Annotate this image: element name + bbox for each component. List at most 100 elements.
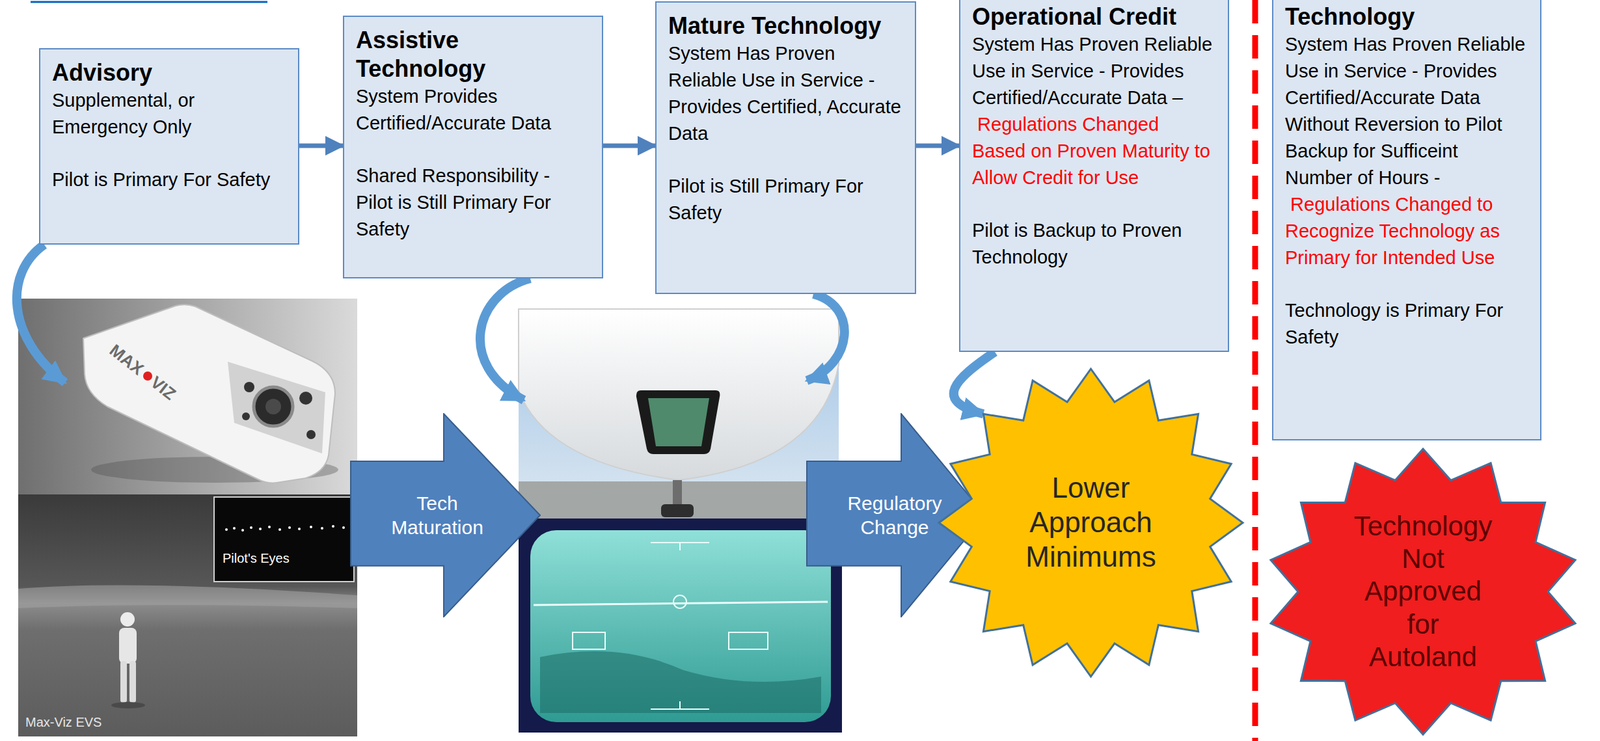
- infrared-image: [298, 527, 301, 531]
- camera-photo: [18, 298, 358, 495]
- text-paragraph: Pilot is Primary For Safety: [52, 166, 288, 194]
- text-paragraph: Supplemental, or Emergency Only: [52, 87, 288, 141]
- starburst: Lower Approach Minimums: [936, 366, 1245, 679]
- infrared-image: [309, 525, 313, 529]
- infrared-image: [278, 528, 282, 531]
- block-arrow: Tech Maturation: [350, 413, 541, 618]
- image-caption: Max-Viz EVS: [25, 715, 102, 729]
- infrared-image: [18, 494, 358, 737]
- block-arrow-shape: [350, 413, 541, 618]
- camera-photo: [306, 430, 316, 440]
- link-underline: [30, 1, 268, 4]
- starburst-label-area: Technology Not Approved for Autoland: [1264, 447, 1582, 737]
- box-heading: Advisory: [52, 58, 288, 88]
- infrared-image: [241, 528, 245, 532]
- connector-arrow: [603, 143, 656, 149]
- stage-box: Operational CreditSystem Has Proven Reli…: [959, 0, 1230, 353]
- infrared-image: [331, 525, 335, 528]
- arrow-label-area: Regulatory Change: [832, 413, 957, 618]
- starburst-shape: [1270, 448, 1576, 735]
- head-up-display-image: [572, 632, 606, 650]
- body-text: Technology is Primary For Safety: [1285, 299, 1504, 348]
- leader-arrow: [480, 278, 531, 401]
- camera-photo: [242, 412, 250, 421]
- starburst-shape: [938, 368, 1243, 677]
- infrared-image: [232, 527, 236, 530]
- head-up-display-image: [650, 542, 710, 710]
- head-up-display-image: [518, 518, 842, 733]
- infrared-image: [111, 702, 146, 709]
- text-paragraph: System Has Proven Reliable Use in Servic…: [1285, 31, 1530, 272]
- arrow-label: Regulatory Change: [839, 491, 950, 540]
- camera-photo: [227, 361, 326, 454]
- camera-photo: [143, 371, 153, 381]
- body-text: Pilot is Backup to Proven Technology: [972, 219, 1182, 268]
- starburst: Technology Not Approved for Autoland: [1264, 447, 1582, 737]
- body-text: Pilot is Still Primary For Safety: [668, 175, 864, 224]
- infrared-image: [288, 526, 291, 529]
- arrow-label: Tech Maturation: [381, 491, 493, 540]
- head-up-display-image: [530, 530, 831, 723]
- aircraft-nose-photo: [518, 309, 839, 519]
- stage-box: Assistive TechnologySystem Provides Cert…: [342, 15, 604, 279]
- infrared-image: [214, 497, 354, 582]
- box-heading: Assistive Technology: [355, 26, 592, 84]
- infrared-image: [225, 528, 228, 531]
- box-heading: Operational Credit: [972, 2, 1218, 32]
- infrared-image: [120, 661, 127, 703]
- image-caption: Pilot's Eyes: [222, 551, 290, 565]
- highlight-text: Regulations Changed Based on Proven Matu…: [972, 113, 1211, 189]
- body-text: System Has Proven Reliable Use in Servic…: [668, 42, 902, 144]
- body-text: Supplemental, or Emergency Only: [52, 89, 195, 138]
- infrared-image: [119, 627, 137, 664]
- text-paragraph: Pilot is Backup to Proven Technology: [972, 217, 1218, 271]
- head-up-display-image: [673, 595, 687, 609]
- infrared-image: [258, 527, 262, 531]
- box-heading: Mature Technology: [668, 11, 905, 41]
- text-paragraph: System Provides Certified/Accurate Data: [355, 83, 592, 137]
- stage-box: TechnologySystem Has Proven Reliable Use…: [1272, 0, 1542, 441]
- aircraft-nose-photo: [518, 309, 839, 481]
- highlight-text: Regulations Changed to Recognize Technol…: [1285, 193, 1500, 269]
- text-paragraph: System Has Proven Reliable Use in Servic…: [668, 40, 905, 148]
- body-text: System Has Proven Reliable Use in Servic…: [972, 33, 1213, 109]
- logo-text: VIZ: [147, 373, 179, 403]
- body-text: System Has Proven Reliable Use in Servic…: [1285, 33, 1526, 189]
- aircraft-nose-photo: [636, 390, 721, 455]
- text-paragraph: System Has Proven Reliable Use in Servic…: [972, 31, 1218, 192]
- infrared-image: [268, 525, 271, 529]
- camera-photo: [299, 391, 313, 405]
- body-text: Shared Responsibility - Pilot is Still P…: [355, 165, 552, 240]
- logo-text: MAX: [106, 341, 148, 379]
- connector-arrow: [916, 143, 960, 149]
- infrared-image: [249, 526, 253, 529]
- text-paragraph: Pilot is Still Primary For Safety: [668, 173, 905, 227]
- starburst-label-area: Lower Approach Minimums: [936, 366, 1245, 679]
- divider-line: [1252, 0, 1259, 741]
- arrow-label-area: Tech Maturation: [375, 413, 500, 618]
- connector-arrow: [299, 143, 343, 149]
- starburst-label: Lower Approach Minimums: [1009, 471, 1173, 574]
- infrared-image: [342, 526, 345, 529]
- infrared-image: [120, 612, 135, 627]
- infrared-image: [129, 661, 136, 703]
- aircraft-nose-photo: [661, 504, 694, 518]
- infrared-image: [320, 527, 324, 530]
- head-up-display-image: [533, 601, 828, 606]
- block-arrow-shape: [350, 413, 541, 617]
- camera-photo: [18, 298, 358, 495]
- infrared-image: [18, 494, 358, 737]
- stage-box: AdvisorySupplemental, or Emergency OnlyP…: [39, 48, 300, 245]
- head-up-display-image: [728, 632, 768, 650]
- leader-arrow: [16, 244, 66, 383]
- starburst-label: Technology Not Approved for Autoland: [1350, 510, 1496, 675]
- camera-photo: [83, 304, 336, 483]
- camera-photo: [253, 387, 293, 427]
- connector-arrow: [953, 352, 995, 414]
- stage-box: Mature TechnologySystem Has Proven Relia…: [655, 1, 917, 295]
- text-paragraph: Technology is Primary For Safety: [1285, 297, 1530, 351]
- body-text: System Provides Certified/Accurate Data: [355, 85, 552, 134]
- infrared-image: [18, 584, 358, 609]
- leader-arrow: [806, 294, 845, 381]
